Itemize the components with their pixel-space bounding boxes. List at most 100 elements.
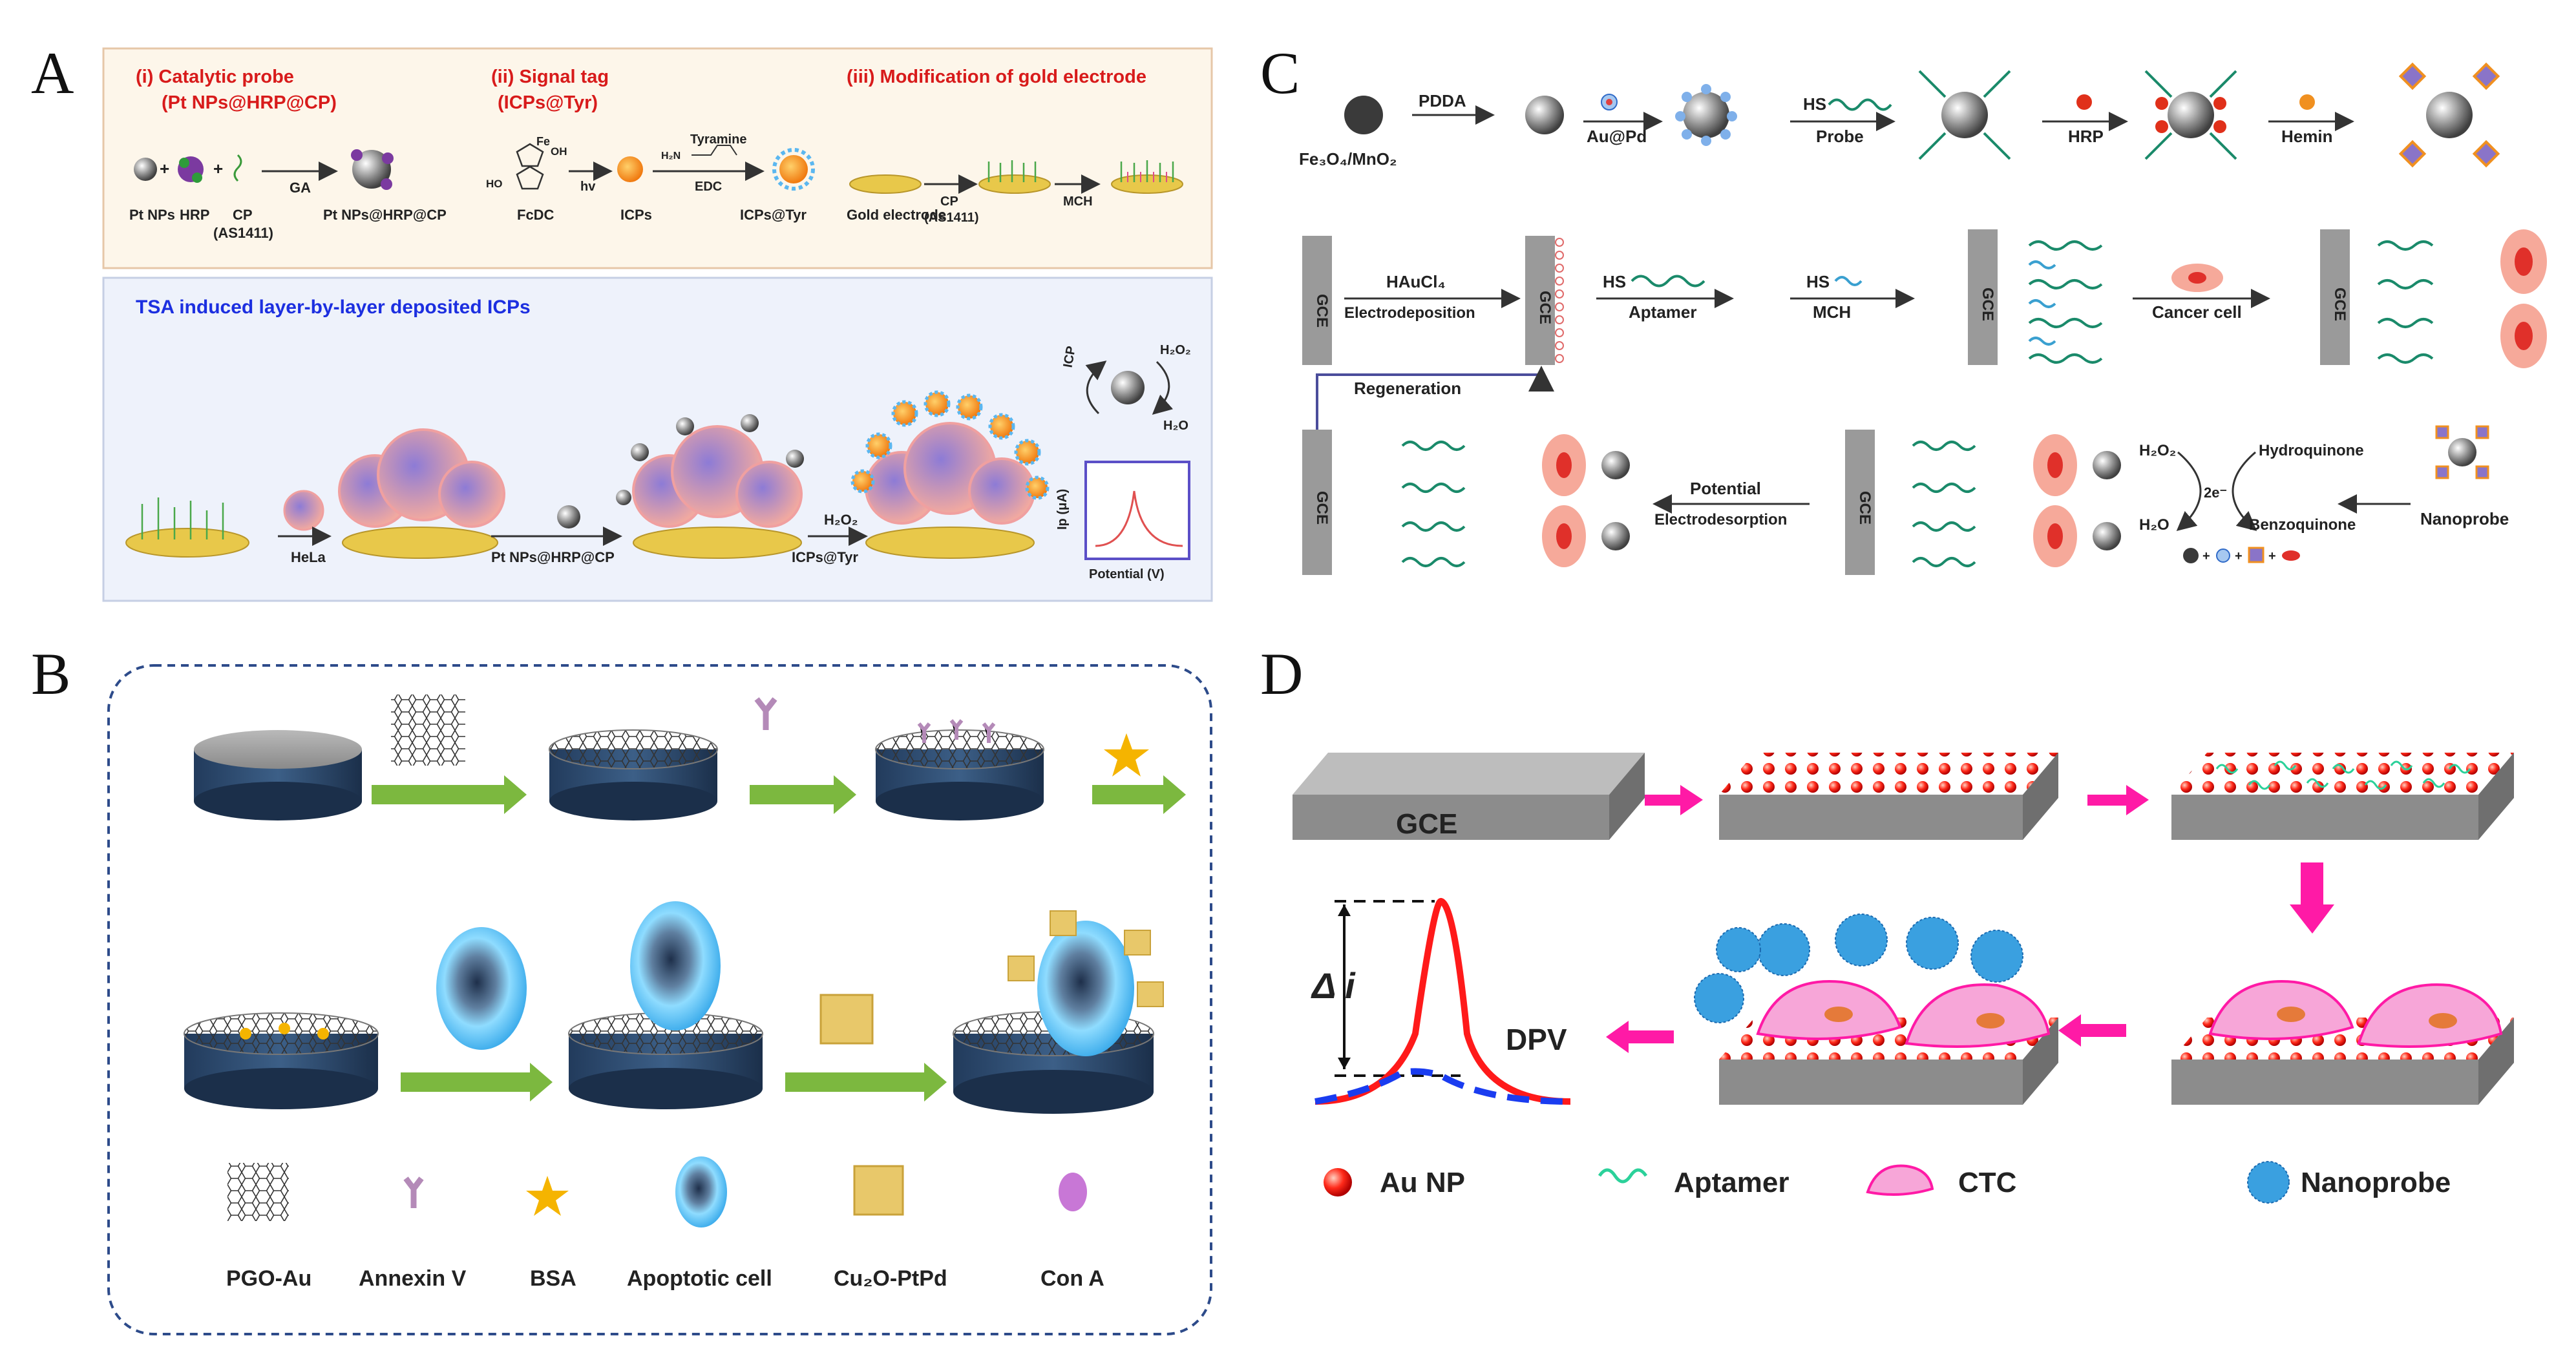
annexin-v-icon: [754, 697, 777, 730]
bottom-electrode-1: [125, 528, 249, 558]
gce-row2-label-2: GCE: [1536, 291, 1554, 324]
icps-tyr-icon: [779, 155, 808, 183]
panel-a-top-box: [102, 47, 1213, 269]
nanoprobe-cluster: [1694, 914, 2023, 1023]
cu2o-ptpd-icon: [819, 994, 874, 1045]
nanoprobe-particle-icon: [2426, 92, 2473, 138]
tyramine-label: Tyramine: [690, 132, 746, 147]
h2o-row3-label: H₂O: [2139, 516, 2170, 534]
svg-text:+: +: [2268, 549, 2276, 563]
gce-row3-electrode-2: [1845, 430, 1875, 575]
fe3o4-label: Fe₃O₄/MnO₂: [1299, 149, 1397, 169]
step-ii-title: (ii) Signal tag: [491, 67, 609, 87]
blue-baseline-curve: [1314, 1068, 1571, 1105]
legend-au-np: Au NP: [1380, 1167, 1465, 1198]
legend-apoptotic-cell: Apoptotic cell: [627, 1266, 772, 1291]
cp-step-label: CP: [940, 194, 958, 209]
aunp-slab-top: [1719, 753, 2058, 795]
bare-electrode: [194, 730, 362, 820]
magenta-arrow-2: [2087, 785, 2149, 815]
pdda-label: PDDA: [1419, 91, 1466, 110]
legend-aptamer: Aptamer: [1674, 1167, 1789, 1198]
hela-label: HeLa: [291, 549, 326, 565]
delta-ip-label: Δ i: [1311, 965, 1356, 1006]
legend-nanoprobe-icon: [2247, 1161, 2290, 1204]
gce-slab-top: [1293, 753, 1645, 795]
ferrocene-icon: [516, 143, 544, 190]
aupd-particle-icon: [1683, 92, 1729, 138]
legend-au-np-icon: [1324, 1168, 1352, 1196]
legend-apoptotic-icon: [675, 1156, 727, 1227]
red-peak-curve: [1314, 897, 1571, 1105]
fe-label: Fe: [536, 135, 550, 148]
hemin-label: Hemin: [2281, 127, 2332, 146]
step-iii-title: (iii) Modification of gold electrode: [847, 67, 1146, 87]
magenta-arrow-3: [2058, 1014, 2126, 1047]
legend-bsa: BSA: [530, 1266, 576, 1291]
magenta-arrow-1: [1645, 785, 1703, 815]
fe3o4-particle-icon: [1344, 96, 1383, 134]
final-electrode: [953, 910, 1164, 1114]
gce-row2-electrode-4: [2320, 229, 2350, 365]
hydroquinone-label: Hydroquinone: [2259, 442, 2364, 459]
icps-tyr-step-label: ICPs@Tyr: [792, 549, 858, 565]
green-arrow-4: [401, 1063, 553, 1102]
green-arrow-5: [785, 1063, 947, 1102]
step-i-subtitle: (Pt NPs@HRP@CP): [162, 92, 337, 113]
gce-row2-electrode-1: [1302, 236, 1332, 365]
two-electron-label: 2e⁻: [2204, 485, 2227, 501]
step-i-title: (i) Catalytic probe: [136, 67, 294, 87]
gce-row2-electrode-2: [1525, 236, 1555, 365]
legend-ctc-icon: [1866, 1164, 1934, 1196]
oh-label: OH: [551, 145, 567, 158]
electrodeposition-label: Electrodeposition: [1344, 304, 1475, 322]
aupd-label: Au@Pd: [1587, 127, 1647, 146]
potential-label: Potential: [1690, 479, 1761, 498]
green-arrow-3: [1092, 775, 1186, 814]
panel-d: GCE DPV: [1293, 753, 2514, 1204]
pt-nps-label: Pt NPs: [129, 207, 175, 223]
gce-row3-electrode-1: [1302, 430, 1332, 575]
product-label: Pt NPs@HRP@CP: [323, 207, 447, 223]
gce-row3-label-2: GCE: [1856, 491, 1874, 525]
hs-row1-label: HS: [1803, 94, 1826, 114]
legend-annexin-icon: [403, 1176, 424, 1208]
cp-aptamer-icon: [233, 154, 242, 182]
legend-nanoprobe: Nanoprobe: [2301, 1167, 2451, 1198]
haucl4-label: HAuCl₄: [1386, 272, 1446, 291]
hrp-label: HRP: [180, 207, 209, 223]
bottom-electrode-4: [865, 527, 1035, 559]
magenta-arrow-down: [2290, 862, 2334, 934]
hv-label: hv: [580, 180, 596, 194]
dpv-signal-plot: Δ i: [1311, 897, 1571, 1105]
potential-axis-label: Potential (V): [1089, 567, 1165, 581]
gce-row2-electrode-3: [1968, 229, 1998, 365]
pgo-au-sheet: [391, 695, 465, 766]
legend-ctc: CTC: [1958, 1167, 2016, 1198]
cancer-cell-label: Cancer cell: [2152, 302, 2242, 322]
svg-text:+: +: [2202, 549, 2210, 563]
bottom-electrode-3: [633, 527, 802, 559]
electrodesorption-label: Electrodesorption: [1654, 511, 1787, 528]
fcdc-label: FcDC: [517, 207, 554, 223]
gold-electrode-label: Gold electrode: [847, 207, 946, 223]
panel-b-letter: B: [31, 641, 71, 707]
nanoprobe-row3-label: Nanoprobe: [2420, 509, 2509, 528]
legend-bsa-icon: [526, 1176, 569, 1216]
as1411-step-label: (AS1411): [924, 211, 979, 225]
mch-label: MCH: [1063, 194, 1093, 209]
hrp-particle-icon: [2168, 92, 2214, 138]
svg-text:+: +: [160, 159, 169, 178]
probe-particle-icon: [1941, 92, 1988, 138]
apoptotic-cell-icon: [436, 927, 527, 1050]
panel-d-letter: D: [1260, 641, 1304, 707]
tsa-title: TSA induced layer-by-layer deposited ICP…: [136, 297, 531, 318]
gce-row2-label-4: GCE: [2331, 287, 2349, 321]
gold-electrode-icon: [849, 174, 922, 194]
h2o2-row3-label: H₂O₂: [2139, 442, 2176, 459]
icps-icon: [617, 156, 643, 182]
ctc-cell-2: [2357, 983, 2503, 1048]
green-arrow-2: [750, 775, 856, 814]
legend-annexin-v: Annexin V: [359, 1266, 467, 1291]
svg-text:+: +: [2235, 549, 2243, 563]
